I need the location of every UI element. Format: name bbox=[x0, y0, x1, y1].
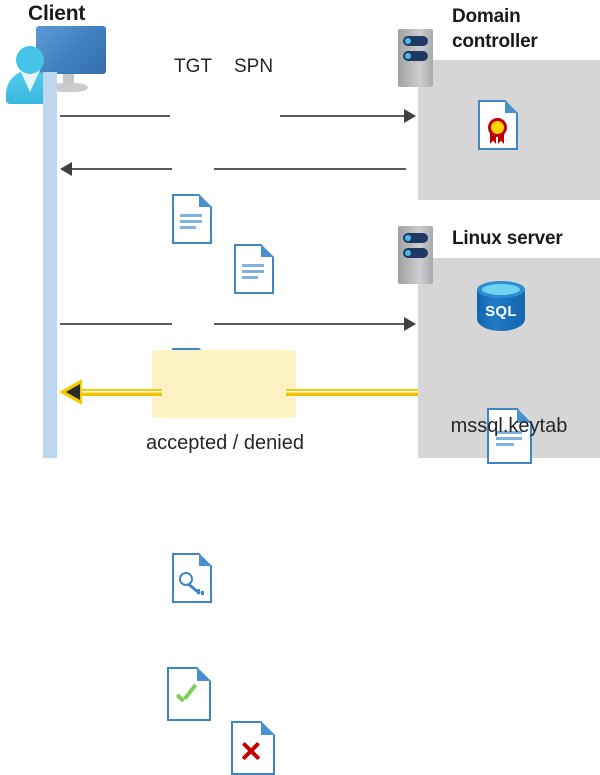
flow-4-line-right bbox=[286, 389, 418, 396]
flow-3-arrowhead bbox=[404, 317, 416, 331]
tgt-document-icon bbox=[172, 194, 212, 244]
key-glyph bbox=[179, 572, 205, 596]
domain-controller-title: Domain controller bbox=[452, 6, 538, 52]
key-tooth-shape bbox=[201, 591, 204, 595]
seal-ribbon-shape bbox=[498, 132, 504, 144]
rack-slot-shape bbox=[403, 248, 428, 258]
server-rack-icon bbox=[398, 226, 433, 284]
monitor-shape bbox=[36, 26, 106, 74]
cross-mark-icon bbox=[240, 741, 262, 763]
response-highlight-box bbox=[152, 350, 296, 418]
document-fold-shape bbox=[261, 721, 275, 735]
flow-2-line-right bbox=[214, 168, 406, 170]
rack-slot-shape bbox=[403, 36, 428, 46]
document-lines-shape bbox=[180, 214, 202, 232]
flow-3-line-right bbox=[214, 323, 406, 325]
flow-2-line-left bbox=[70, 168, 172, 170]
user-computer-icon bbox=[6, 26, 111, 104]
linux-server-title: Linux server bbox=[452, 228, 563, 249]
flow-1-line-right bbox=[280, 115, 406, 117]
person-head-shape bbox=[16, 46, 44, 74]
flow-4-line-left bbox=[80, 389, 162, 396]
check-mark-icon bbox=[175, 687, 199, 709]
accepted-denied-label: accepted / denied bbox=[146, 432, 304, 454]
document-lines-shape bbox=[242, 264, 264, 282]
flow-1-line-left bbox=[60, 115, 170, 117]
denied-document-icon bbox=[231, 721, 275, 775]
keytab-filename-label: mssql.keytab bbox=[450, 415, 568, 437]
sql-label: SQL bbox=[485, 303, 517, 320]
flow-1-arrowhead bbox=[404, 109, 416, 123]
server-rack-icon bbox=[398, 29, 433, 87]
accepted-document-icon bbox=[167, 667, 211, 721]
key-tooth-shape bbox=[197, 589, 200, 594]
ticket-document-icon bbox=[172, 553, 212, 603]
rack-slot-shape bbox=[403, 51, 428, 61]
document-fold-shape bbox=[199, 194, 212, 207]
flow-4-arrowhead-inner bbox=[66, 384, 80, 400]
database-top-inner-shape bbox=[482, 284, 520, 295]
monitor-neck-shape bbox=[63, 74, 74, 84]
certificate-document-icon bbox=[478, 100, 518, 150]
sql-database-icon: SQL bbox=[477, 281, 525, 337]
seal-inner-shape bbox=[491, 121, 504, 134]
flow-2-arrowhead bbox=[60, 162, 72, 176]
monitor-base-shape bbox=[50, 83, 88, 92]
spn-document-icon bbox=[234, 244, 274, 294]
keytab-document-icon bbox=[487, 408, 532, 464]
document-fold-shape bbox=[197, 667, 211, 681]
client-lifeline bbox=[43, 72, 57, 458]
client-title: Client bbox=[28, 2, 86, 25]
rack-slot-shape bbox=[403, 233, 428, 243]
flow-3-line-left bbox=[60, 323, 172, 325]
certificate-seal-glyph bbox=[487, 118, 509, 144]
tgt-label: TGT bbox=[174, 56, 212, 77]
spn-label: SPN bbox=[234, 56, 274, 77]
document-lines-shape bbox=[496, 431, 522, 449]
diagram-canvas: Client Domain controller Linux server bbox=[0, 0, 600, 468]
seal-ribbon-shape bbox=[490, 132, 496, 144]
